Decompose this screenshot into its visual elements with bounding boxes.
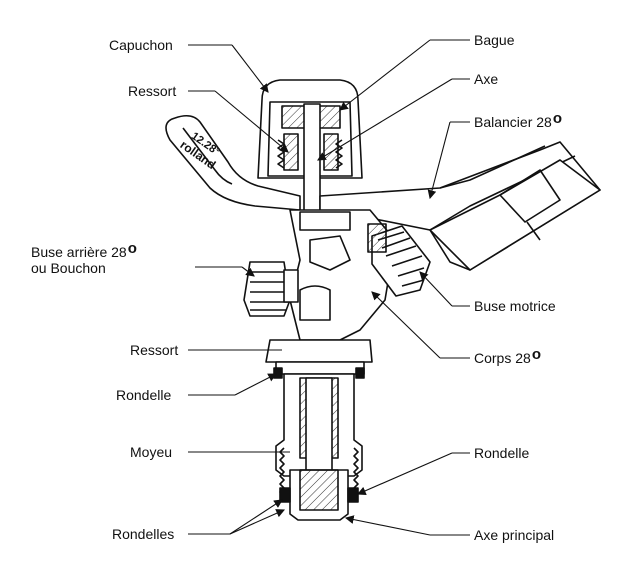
- buse-arriere-shape: [243, 261, 299, 317]
- label-moyeu: Moyeu: [130, 444, 173, 460]
- axe-shape: [303, 103, 321, 213]
- degree-symbol: o: [552, 110, 562, 127]
- label-rondelles: Rondelles: [112, 526, 175, 542]
- label-bague: Bague: [474, 32, 515, 48]
- deflector-block: [429, 159, 601, 271]
- label-corps: Corps 28o: [474, 346, 541, 367]
- label-rondelle-left: Rondelle: [116, 387, 172, 403]
- label-balancier: Balancier 28o: [474, 110, 562, 131]
- label-ou-bouchon: ou Bouchon: [31, 260, 106, 276]
- collar: [265, 339, 373, 363]
- degree-symbol: o: [531, 346, 541, 363]
- label-buse-arriere: Buse arrière 28o: [31, 240, 137, 261]
- label-axe: Axe: [474, 71, 499, 87]
- buse-motrice-shape: [367, 223, 431, 297]
- degree-symbol: o: [127, 240, 137, 257]
- balancier-left-wing: [165, 114, 301, 211]
- label-ressort-top: Ressort: [128, 83, 177, 99]
- label-axe-principal: Axe principal: [474, 527, 555, 543]
- label-ressort-mid: Ressort: [130, 342, 179, 358]
- label-capuchon: Capuchon: [109, 37, 173, 53]
- label-buse-motrice: Buse motrice: [474, 298, 556, 314]
- label-rondelle-right: Rondelle: [474, 445, 530, 461]
